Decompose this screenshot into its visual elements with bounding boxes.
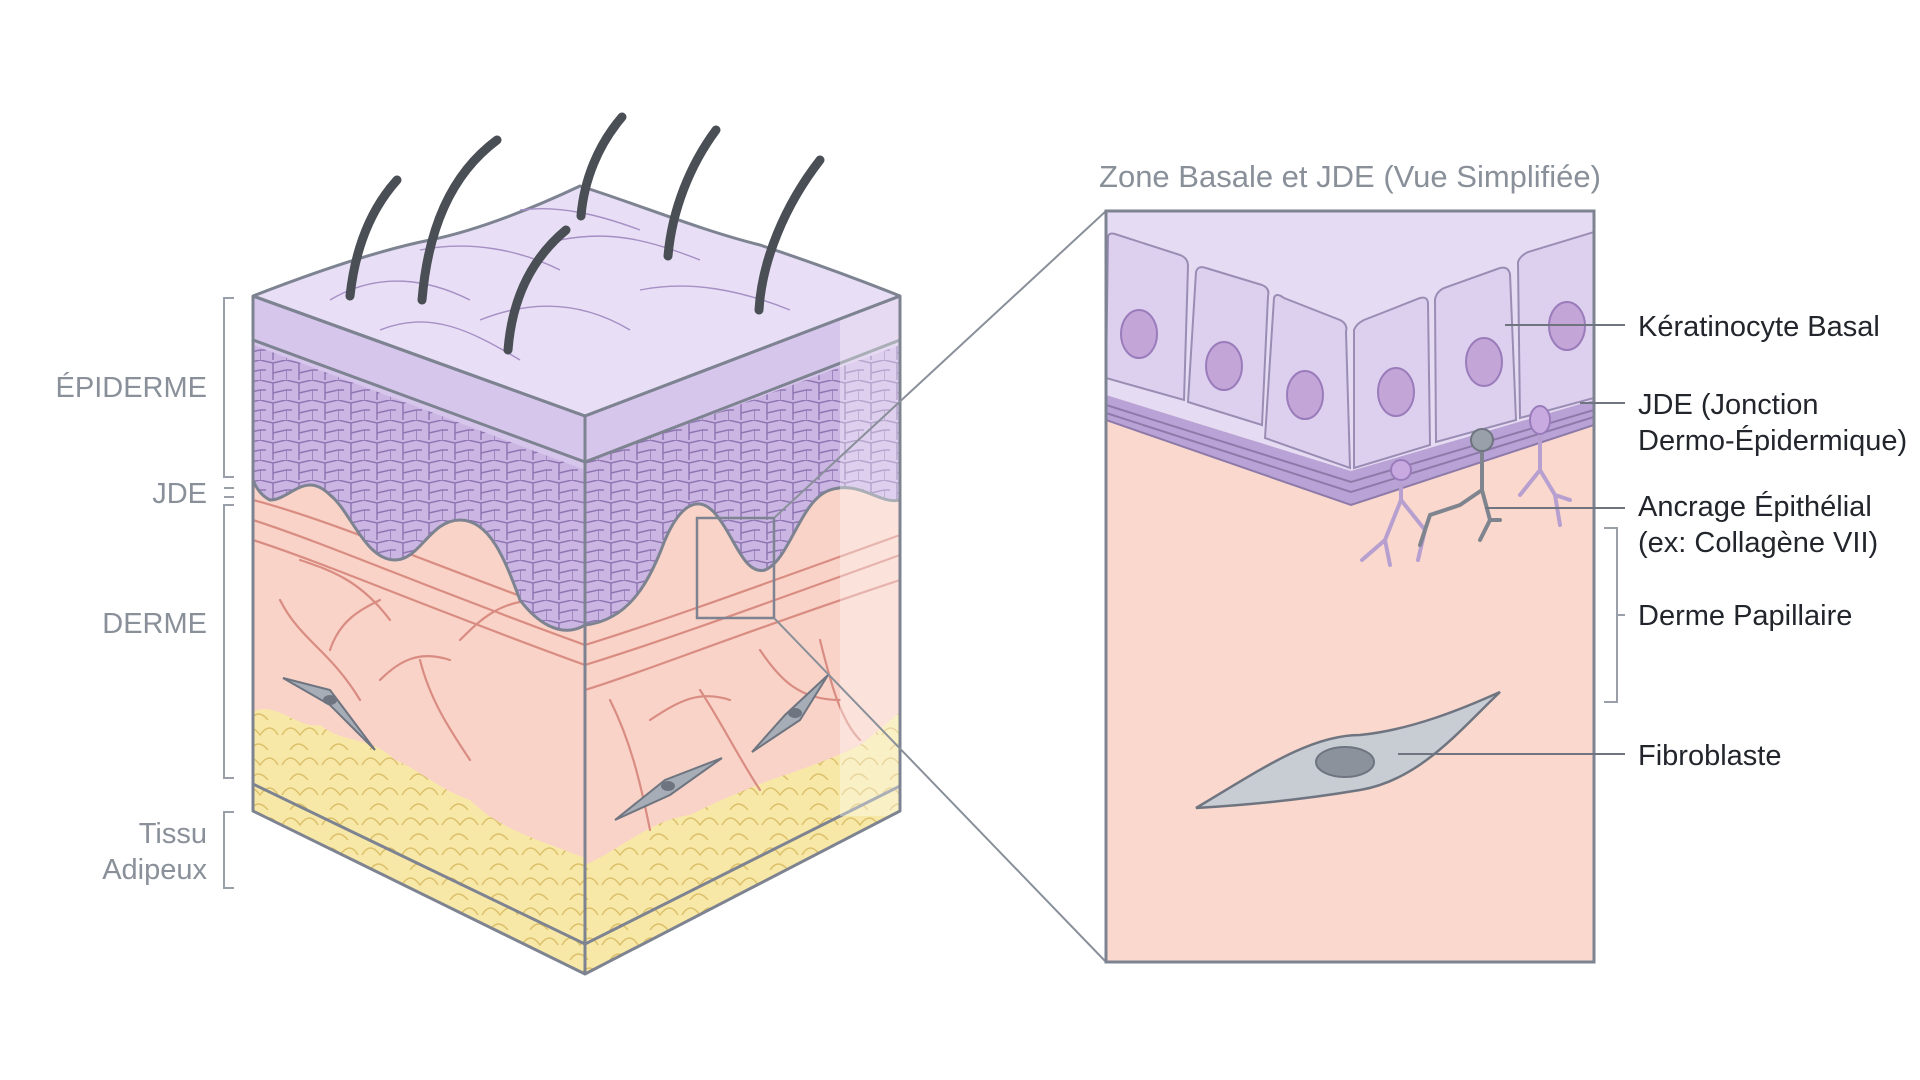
skin-cube xyxy=(251,112,902,976)
cube-top-face xyxy=(251,184,902,418)
inset-annotations: Kératinocyte Basal JDE (Jonction Dermo-É… xyxy=(1398,311,1907,772)
dermis-vessels-right xyxy=(608,638,862,832)
label-fibroblaste: Fibroblaste xyxy=(1638,740,1781,772)
cube-right-face xyxy=(585,296,900,974)
basal-keratinocytes xyxy=(1106,230,1594,470)
dermis-vessels-left xyxy=(278,558,542,762)
label-jde-line1: JDE (Jonction xyxy=(1638,389,1819,421)
fat-layer-left xyxy=(253,709,585,974)
hairs xyxy=(345,112,825,355)
fat-layer-right xyxy=(585,712,900,974)
epidermis-left xyxy=(253,296,585,631)
fibroblast-cube-2 xyxy=(614,757,723,821)
inset-frame xyxy=(1104,209,1596,964)
label-keratinocyte-basal: Kératinocyte Basal xyxy=(1638,311,1880,343)
layer-labels: ÉPIDERME JDE DERME Tissu Adipeux xyxy=(56,297,234,889)
zoom-region-box xyxy=(695,516,776,620)
fibroblast-cube-1 xyxy=(282,677,376,751)
label-ancrage-line1: Ancrage Épithélial xyxy=(1638,490,1872,523)
zoom-connector-lines xyxy=(773,210,1107,963)
label-derme: DERME xyxy=(102,608,207,640)
inset-panel xyxy=(1106,211,1594,962)
label-derme-papillaire: Derme Papillaire xyxy=(1638,600,1852,632)
anchoring-fibrils xyxy=(1360,405,1572,567)
label-ancrage-line2: (ex: Collagène VII) xyxy=(1638,527,1878,559)
jde-band xyxy=(1106,395,1594,505)
label-adipeux: Adipeux xyxy=(102,854,207,886)
inset-title: Zone Basale et JDE (Vue Simplifiée) xyxy=(1099,159,1601,194)
fibroblast-inset xyxy=(1195,690,1501,810)
label-jde: JDE xyxy=(152,478,207,510)
label-tissu: Tissu xyxy=(139,818,207,850)
label-jde-line2: Dermo-Épidermique) xyxy=(1638,424,1907,457)
label-epiderme: ÉPIDERME xyxy=(56,371,207,404)
